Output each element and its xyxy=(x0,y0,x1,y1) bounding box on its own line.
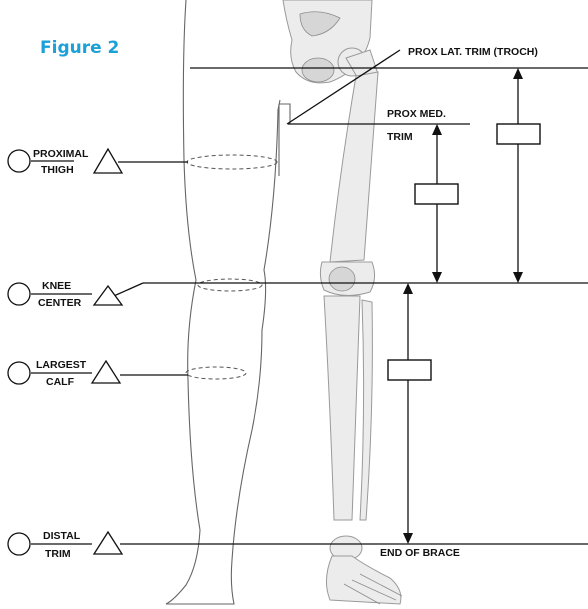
proximal-thigh-triangle[interactable] xyxy=(94,149,122,173)
largest-calf-triangle[interactable] xyxy=(92,361,120,383)
knee-center-triangle[interactable] xyxy=(94,286,122,305)
largest-calf-label-1: LARGEST xyxy=(36,359,87,371)
distal-trim-label-2: TRIM xyxy=(45,548,71,560)
knee-center-marker: KNEE CENTER xyxy=(8,280,122,309)
knee-center-circle[interactable] xyxy=(8,283,30,305)
figure-title: Figure 2 xyxy=(40,38,119,58)
proximal-thigh-label-2: THIGH xyxy=(41,164,74,176)
prox-lat-trim-label: PROX LAT. TRIM (TROCH) xyxy=(408,46,538,58)
largest-calf-label-2: CALF xyxy=(46,376,75,388)
proximal-thigh-marker: PROXIMAL THIGH xyxy=(8,148,122,176)
medial-length-box[interactable] xyxy=(415,184,458,204)
knee-center-label-1: KNEE xyxy=(42,280,71,292)
distal-trim-label-1: DISTAL xyxy=(43,530,81,542)
skeleton-leg xyxy=(283,0,402,604)
knee-center-circumference xyxy=(198,279,262,291)
proximal-length-box[interactable] xyxy=(497,124,540,144)
prox-med-trim-label-1: PROX MED. xyxy=(387,108,446,120)
distal-trim-circle[interactable] xyxy=(8,533,30,555)
proximal-thigh-circumference xyxy=(187,155,277,169)
proximal-thigh-label-1: PROXIMAL xyxy=(33,148,89,160)
knee-center-label-2: CENTER xyxy=(38,297,82,309)
largest-calf-circumference xyxy=(186,367,246,379)
largest-calf-marker: LARGEST CALF xyxy=(8,359,120,388)
largest-calf-circle[interactable] xyxy=(8,362,30,384)
end-of-brace-label: END OF BRACE xyxy=(380,547,460,559)
distal-trim-triangle[interactable] xyxy=(94,532,122,554)
leg-outline xyxy=(166,0,290,604)
distal-trim-marker: DISTAL TRIM xyxy=(8,530,122,560)
distal-length-box[interactable] xyxy=(388,360,431,380)
prox-med-trim-label-2: TRIM xyxy=(387,131,413,143)
proximal-thigh-circle[interactable] xyxy=(8,150,30,172)
